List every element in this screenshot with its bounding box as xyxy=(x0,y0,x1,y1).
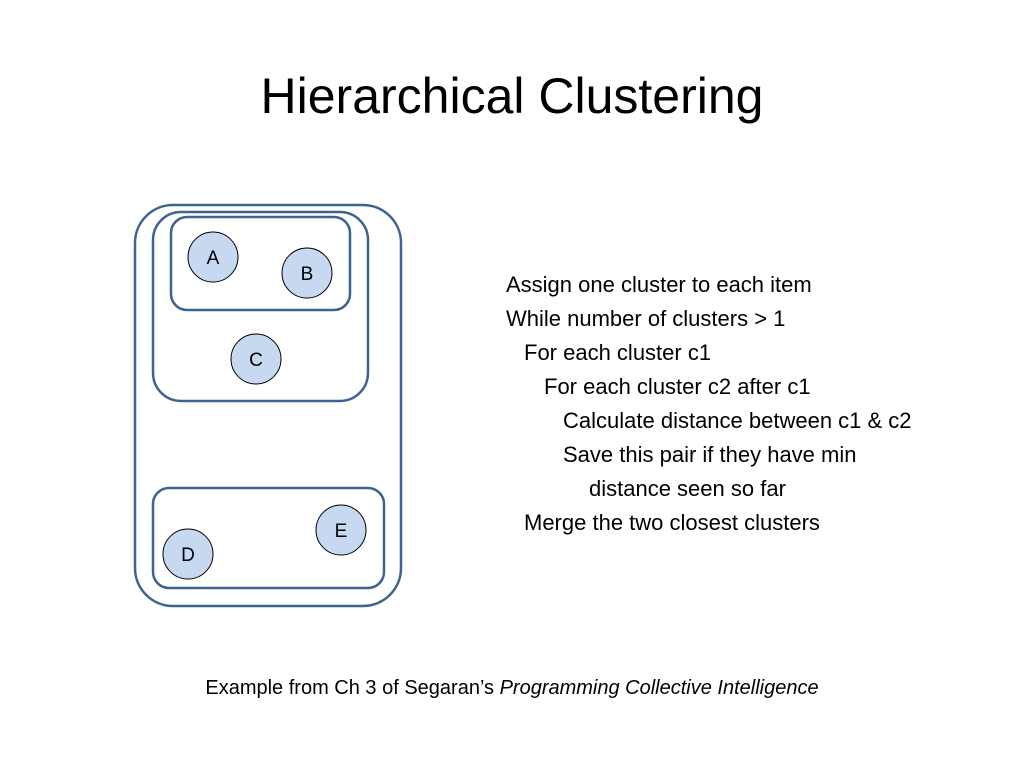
book-title: Programming Collective Intelligence xyxy=(499,677,819,699)
cluster-outline-abc xyxy=(151,210,370,403)
algorithm-steps: Assign one cluster to each item While nu… xyxy=(506,268,1016,540)
cluster-outline-ab xyxy=(169,215,352,312)
cluster-outline-abcde xyxy=(133,203,403,608)
algorithm-step: Assign one cluster to each item xyxy=(506,272,812,297)
slide-title: Hierarchical Clustering xyxy=(260,68,764,124)
node-label: E xyxy=(335,521,348,542)
cluster-outline-de xyxy=(151,486,386,590)
algorithm-step: Save this pair if they have min xyxy=(563,442,857,467)
node-e: E xyxy=(315,504,367,556)
algorithm-step: Merge the two closest clusters xyxy=(524,510,820,535)
algorithm-step: While number of clusters > 1 xyxy=(506,306,786,331)
node-label: A xyxy=(207,248,220,269)
node-a: A xyxy=(187,231,239,283)
source-citation: Example from Ch 3 of Segaran’s Programmi… xyxy=(0,674,1024,702)
citation-prefix: Example from Ch 3 of Segaran’s xyxy=(205,677,500,699)
node-label: C xyxy=(249,350,263,371)
node-label: D xyxy=(181,545,195,566)
node-c: C xyxy=(230,333,282,385)
algorithm-step: distance seen so far xyxy=(589,476,786,501)
node-b: B xyxy=(281,247,333,299)
algorithm-step: For each cluster c1 xyxy=(524,340,712,365)
algorithm-step: For each cluster c2 after c1 xyxy=(544,374,811,399)
node-d: D xyxy=(162,528,214,580)
algorithm-step: Calculate distance between c1 & c2 xyxy=(563,408,912,433)
node-label: B xyxy=(301,264,314,285)
